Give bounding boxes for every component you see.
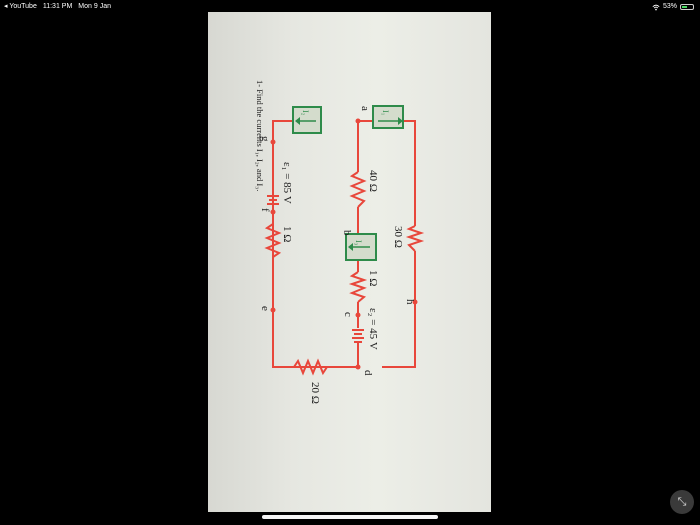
- current-box-1: I₁: [372, 105, 404, 129]
- label-1-ohm-middle: 1 Ω: [367, 270, 379, 286]
- battery-level: [682, 6, 687, 8]
- problem-statement: 1- Find the currents I₁, I₂, and I₃.: [255, 80, 265, 191]
- resistor-40: [349, 171, 367, 208]
- wire-right-rail: [382, 251, 416, 368]
- node-a: a: [359, 106, 371, 111]
- label-20-ohm: 20 Ω: [309, 382, 321, 404]
- node-h: h: [404, 299, 416, 305]
- node-e: e: [259, 306, 271, 311]
- battery-icon: [680, 4, 694, 10]
- back-to-youtube-link[interactable]: ◂ YouTube: [4, 3, 37, 10]
- label-emf-1: ε₁ = 85 V: [281, 162, 293, 204]
- status-right: 53%: [652, 0, 694, 14]
- status-time: 11:31 PM: [42, 3, 73, 10]
- label-1-ohm-left: 1 Ω: [281, 226, 293, 242]
- node-f: f: [259, 208, 271, 212]
- status-date: Mon 9 Jan: [78, 3, 111, 10]
- collapse-arrows-icon: ⤡: [677, 495, 687, 508]
- resistor-20: [293, 358, 328, 376]
- current-3-label: I₃: [354, 240, 363, 246]
- label-30-ohm: 30 Ω: [392, 226, 404, 248]
- battery-emf2: [352, 329, 364, 343]
- label-40-ohm: 40 Ω: [367, 170, 379, 192]
- node-d: d: [362, 370, 374, 376]
- node-g-dot: [270, 139, 276, 145]
- wifi-icon: [652, 4, 660, 10]
- resistor-30: [405, 225, 425, 252]
- node-c: c: [342, 312, 354, 317]
- resistor-1-middle: [348, 271, 368, 303]
- label-emf-2: ε₂ = 45 V: [367, 308, 379, 350]
- document-photo: 1- Find the currents I₁, I₂, and I₃.: [208, 12, 491, 512]
- current-1-label: I₁: [381, 110, 390, 116]
- battery-percent: 53%: [662, 3, 677, 10]
- home-indicator[interactable]: [262, 515, 438, 519]
- wire-top-rail: [358, 120, 416, 226]
- resistor-1-left: [264, 223, 282, 258]
- circuit-diagram: 1- Find the currents I₁, I₂, and I₃.: [255, 80, 425, 404]
- node-b: b: [341, 230, 353, 236]
- node-a-dot: [355, 118, 361, 124]
- node-f-dot: [270, 209, 276, 215]
- node-c-dot: [355, 312, 361, 318]
- collapse-button[interactable]: ⤡: [670, 490, 694, 514]
- current-box-3: I₃: [345, 233, 377, 261]
- status-left: ◂ YouTube 11:31 PM Mon 9 Jan: [4, 0, 111, 14]
- current-box-2: I₂: [292, 106, 322, 134]
- current-2-label: I₂: [301, 110, 310, 116]
- node-h-dot: [412, 299, 418, 305]
- node-g: g: [259, 136, 271, 142]
- node-e-dot: [270, 307, 276, 313]
- node-d-dot: [355, 364, 361, 370]
- status-bar: ◂ YouTube 11:31 PM Mon 9 Jan 53%: [0, 0, 700, 14]
